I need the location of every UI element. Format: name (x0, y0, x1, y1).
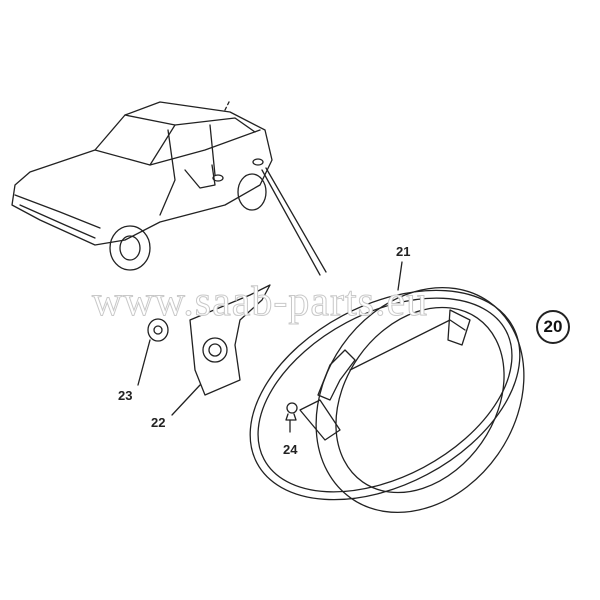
group-number-badge: 20 (536, 310, 570, 344)
callout-24: 24 (283, 442, 298, 457)
door-handle-assembly (249, 261, 525, 514)
callout-23: 23 (118, 388, 133, 403)
clip-part (285, 402, 298, 433)
grommet-part (137, 318, 169, 386)
car-illustration (11, 99, 327, 276)
callout-22: 22 (151, 415, 166, 430)
lock-bracket-part (171, 284, 271, 416)
callout-21: 21 (396, 244, 411, 259)
watermark: www.saab-parts.eu (91, 279, 429, 326)
